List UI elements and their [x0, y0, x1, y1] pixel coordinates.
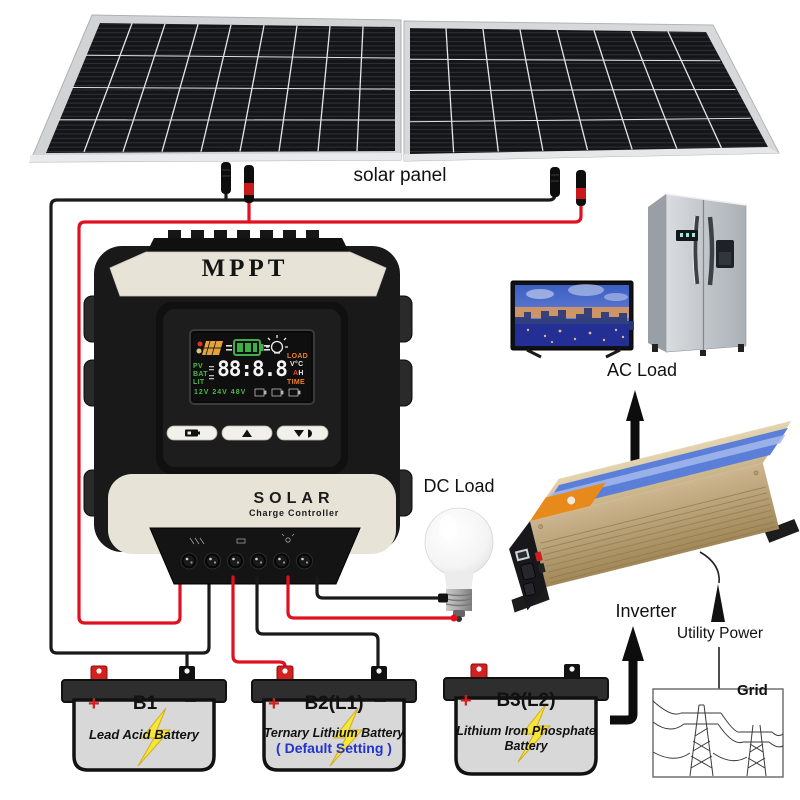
lcd-digits: 88:8.8: [217, 357, 288, 381]
inverter-device: [509, 420, 800, 613]
lcd-ah-label: AH: [293, 370, 304, 377]
lightning-bolt-icon: [137, 707, 172, 767]
dc-load-bulb: [424, 507, 494, 622]
transmission-towers-icon: [652, 700, 784, 777]
battery3-name: B3(L2): [496, 690, 556, 711]
tv-legs: [526, 348, 621, 359]
lcd-a-label: A: [293, 370, 299, 377]
grid-box: [652, 688, 784, 778]
ac-load-label: AC Load: [606, 360, 678, 380]
mppt-logo: MPPT: [201, 255, 289, 282]
battery3-minus: −: [566, 685, 579, 710]
dc-load-wire-black-lug: [438, 593, 448, 603]
inverter-label: Inverter: [615, 601, 677, 621]
battery2-neg-wire: [255, 575, 380, 672]
lcd-battery-type-icons: [254, 388, 301, 397]
terminal-strip: [149, 527, 361, 585]
charge-controller-device: [83, 230, 413, 585]
inverter-dc-terminal-red: [534, 551, 543, 562]
refrigerator: [648, 193, 747, 356]
grid-label: Grid: [737, 682, 768, 699]
fridge-handle: [692, 215, 700, 285]
utility-power-label: Utility Power: [676, 625, 764, 642]
lcd-lit-label: LIT: [193, 379, 205, 386]
inverter-outlet: [523, 582, 536, 597]
lcd-bat-label: BAT: [193, 371, 208, 378]
battery2-note: ( Default Setting ): [276, 740, 392, 756]
mc4-connector-black-icon: [550, 167, 560, 197]
mc4-connector-red-icon: [244, 165, 254, 203]
lcd-time-label: TIME: [287, 379, 305, 386]
lcd-solar-panel-icon: [202, 340, 223, 356]
inverter-dc-terminal-black: [537, 563, 546, 574]
pv-wire-red: [77, 200, 583, 625]
charge-controller-label: Charge Controller: [248, 508, 340, 518]
mc4-connector-red-icon: [576, 170, 586, 206]
battery1-minus: −: [184, 688, 197, 713]
tv: [510, 280, 634, 359]
battery-button-icon: [185, 429, 200, 437]
solar-panel-label: solar panel: [353, 165, 447, 186]
battery3-plus: +: [460, 690, 472, 712]
lcd-tick-marks: [209, 366, 214, 380]
battery-b1: [61, 665, 227, 772]
pv-wire-black: [49, 190, 557, 655]
battery2-plus: +: [268, 693, 280, 715]
dc-load-wire-red: [286, 575, 453, 620]
down-light-icon: [294, 429, 312, 438]
battery1-desc: Lead Acid Battery: [88, 727, 200, 742]
terminal-labels: [189, 533, 295, 545]
lcd-flow-arrows: [226, 345, 270, 351]
lcd-voltage-labels: 12V 24V 48V: [194, 389, 247, 396]
right-solar-panel: [403, 20, 780, 162]
utility-power-arrow-icon: [711, 584, 725, 622]
controller-buttons: [166, 425, 329, 441]
up-arrow-icon: [242, 429, 252, 437]
battery3-desc-line2: Battery: [504, 739, 548, 753]
lightning-bolt-icon: [517, 703, 552, 763]
fridge-handle: [707, 216, 715, 286]
battery2-pos-wire: [231, 575, 287, 675]
lcd-vc-label: V°C: [290, 361, 304, 368]
battery-b3: [443, 663, 609, 776]
lcd-bulb-icon: [266, 335, 288, 354]
inverter-arrow-icon: [610, 626, 644, 725]
utility-power-connection: [699, 551, 725, 689]
battery1-name: B1: [132, 693, 158, 714]
battery3-desc: Lithium Iron Phosphate: [456, 724, 596, 738]
battery2-name: B2(L1): [304, 693, 364, 714]
dc-load-label: DC Load: [423, 476, 495, 496]
dc-load-wire-red-tip: [450, 614, 458, 622]
battery-b2: [251, 665, 417, 772]
terminals: [180, 552, 313, 570]
dc-load-wire-black: [315, 575, 442, 600]
lcd-load-label: LOAD: [287, 353, 309, 360]
lcd-battery-icon: [233, 339, 264, 356]
lcd-h-label: H: [298, 370, 304, 377]
inverter-outlet: [520, 562, 536, 581]
lcd-sun-icon: [197, 341, 203, 347]
battery2-desc: Ternary Lithium Battery: [263, 726, 405, 740]
lcd-moon-icon: [196, 348, 202, 354]
battery1-plus: +: [88, 693, 100, 715]
down-light-button: [276, 425, 329, 441]
controller-top-band: [109, 251, 387, 297]
mc4-connectors: [221, 162, 586, 206]
battery2-minus: −: [374, 688, 387, 713]
lightning-bolt-icon: [329, 707, 364, 767]
ac-load-arrow-icon: [626, 390, 644, 463]
solar-brand-label: SOLAR: [253, 490, 335, 507]
mc4-connector-black-icon: [221, 162, 231, 194]
lcd-pv-label: PV: [193, 363, 203, 370]
lcd-display: [189, 329, 315, 405]
left-solar-panel: [29, 14, 402, 163]
